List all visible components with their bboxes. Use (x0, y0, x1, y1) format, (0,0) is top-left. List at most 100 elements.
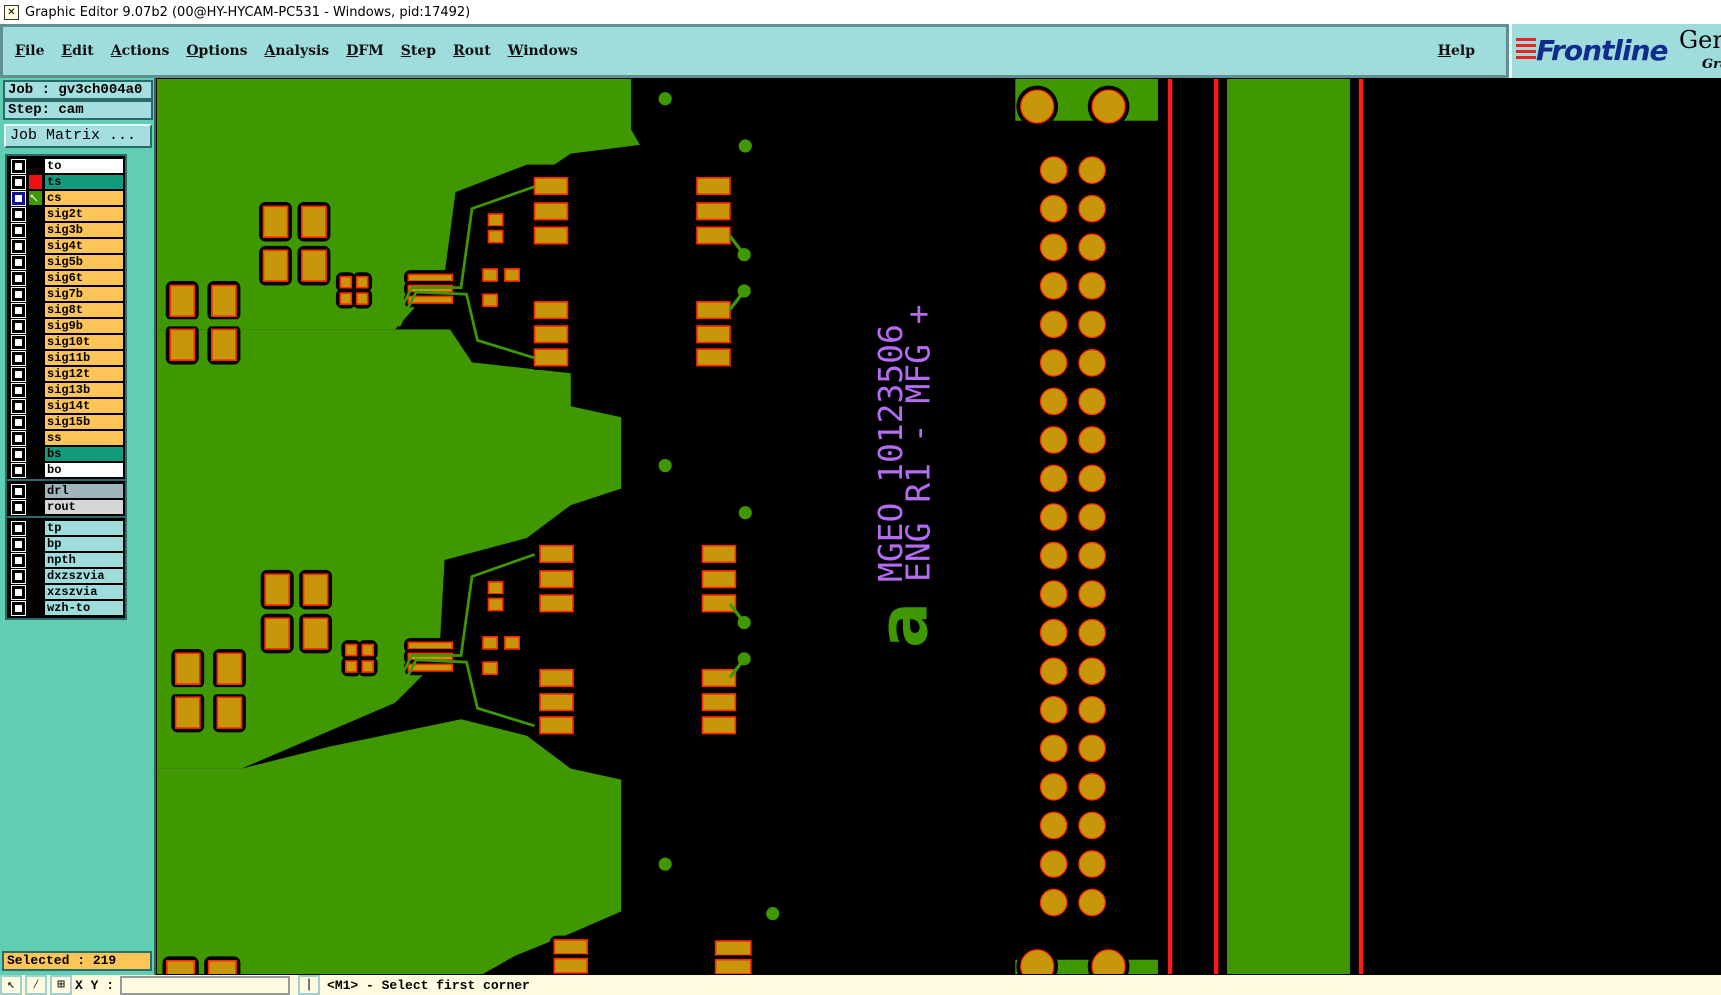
layer-checkbox[interactable] (11, 174, 26, 190)
layer-checkbox[interactable] (11, 270, 26, 286)
layer-checkbox[interactable] (11, 568, 26, 584)
layer-row-sig2t[interactable]: sig2t (9, 206, 123, 222)
layer-checkbox[interactable] (11, 382, 26, 398)
layer-checkbox[interactable] (11, 446, 26, 462)
xy-input[interactable] (120, 975, 291, 995)
layer-name[interactable]: ss (45, 431, 123, 445)
layer-checkbox[interactable] (11, 584, 26, 600)
menu-file[interactable]: File (15, 43, 45, 59)
menu-edit[interactable]: Edit (61, 43, 94, 59)
layer-checkbox[interactable] (11, 254, 26, 270)
layer-name[interactable]: sig10t (45, 335, 123, 349)
layer-checkbox[interactable] (11, 536, 26, 552)
layer-name[interactable]: sig6t (45, 271, 123, 285)
layer-checkbox[interactable] (11, 430, 26, 446)
layer-checkbox[interactable] (11, 158, 26, 174)
layer-name[interactable]: sig15b (45, 415, 123, 429)
layer-row-cs[interactable]: ↖cs (9, 190, 123, 206)
layer-checkbox[interactable] (11, 398, 26, 414)
layer-row-sig11b[interactable]: sig11b (9, 350, 123, 366)
layer-row-sig6t[interactable]: sig6t (9, 270, 123, 286)
menu-help[interactable]: Help (1437, 43, 1475, 59)
layer-checkbox[interactable] (11, 600, 26, 616)
layer-row-drl[interactable]: drl (9, 483, 123, 499)
layer-row-npth[interactable]: npth (9, 552, 123, 568)
select-arrow-button[interactable]: ↖ (0, 975, 22, 995)
layer-checkbox[interactable] (11, 302, 26, 318)
layer-row-sig7b[interactable]: sig7b (9, 286, 123, 302)
layer-checkbox[interactable] (11, 552, 26, 568)
layer-name[interactable]: sig7b (45, 287, 123, 301)
menu-windows[interactable]: Windows (507, 43, 578, 59)
layer-name[interactable]: tp (45, 521, 123, 535)
layer-row-sig13b[interactable]: sig13b (9, 382, 123, 398)
layer-row-sig10t[interactable]: sig10t (9, 334, 123, 350)
layer-row-dxzszvia[interactable]: dxzszvia (9, 568, 123, 584)
layer-name[interactable]: bp (45, 537, 123, 551)
layer-checkbox[interactable] (11, 238, 26, 254)
menu-step[interactable]: Step (400, 43, 437, 59)
layer-name[interactable]: wzh-to (45, 601, 123, 615)
layer-name[interactable]: bs (45, 447, 123, 461)
layer-name[interactable]: ts (45, 175, 123, 189)
layer-row-sig5b[interactable]: sig5b (9, 254, 123, 270)
layer-name[interactable]: sig2t (45, 207, 123, 221)
layer-checkbox[interactable] (11, 350, 26, 366)
layer-checkbox[interactable] (11, 366, 26, 382)
layer-row-wzh-to[interactable]: wzh-to (9, 600, 123, 616)
layer-row-ss[interactable]: ss (9, 430, 123, 446)
layer-name[interactable]: sig11b (45, 351, 123, 365)
layer-row-rout[interactable]: rout (9, 499, 123, 515)
menu-analysis[interactable]: Analysis (264, 43, 330, 59)
layer-checkbox[interactable] (11, 190, 26, 206)
layer-checkbox[interactable] (11, 318, 26, 334)
layer-checkbox[interactable] (11, 520, 26, 536)
layer-checkbox[interactable] (11, 334, 26, 350)
layer-row-sig15b[interactable]: sig15b (9, 414, 123, 430)
layer-name[interactable]: rout (45, 500, 123, 514)
layer-checkbox[interactable] (11, 414, 26, 430)
layer-row-bs[interactable]: bs (9, 446, 123, 462)
layer-row-sig4t[interactable]: sig4t (9, 238, 123, 254)
menu-rout[interactable]: Rout (453, 43, 491, 59)
layer-row-sig3b[interactable]: sig3b (9, 222, 123, 238)
layer-name[interactable]: npth (45, 553, 123, 567)
layer-name[interactable]: sig12t (45, 367, 123, 381)
layer-checkbox[interactable] (11, 462, 26, 478)
layer-row-to[interactable]: to (9, 158, 123, 174)
layer-name[interactable]: sig8t (45, 303, 123, 317)
layer-name[interactable]: sig5b (45, 255, 123, 269)
layer-name[interactable]: cs (45, 191, 123, 205)
layer-row-sig14t[interactable]: sig14t (9, 398, 123, 414)
layer-row-bo[interactable]: bo (9, 462, 123, 478)
grid-button[interactable]: ⊞ (50, 975, 72, 995)
layer-name[interactable]: to (45, 159, 123, 173)
layer-row-sig12t[interactable]: sig12t (9, 366, 123, 382)
layer-name[interactable]: sig13b (45, 383, 123, 397)
layer-row-sig8t[interactable]: sig8t (9, 302, 123, 318)
layer-row-xzszvia[interactable]: xzszvia (9, 584, 123, 600)
layer-name[interactable]: sig9b (45, 319, 123, 333)
snap-button[interactable]: ⁄ (25, 975, 47, 995)
info-button[interactable]: | (298, 975, 321, 995)
layer-checkbox[interactable] (11, 286, 26, 302)
menu-dfm[interactable]: DFM (346, 43, 384, 59)
layer-name[interactable]: xzszvia (45, 585, 123, 599)
layer-name[interactable]: dxzszvia (45, 569, 123, 583)
layer-checkbox[interactable] (11, 206, 26, 222)
layer-name[interactable]: sig3b (45, 223, 123, 237)
layer-checkbox[interactable] (11, 222, 26, 238)
layer-row-ts[interactable]: ts (9, 174, 123, 190)
menu-actions[interactable]: Actions (110, 43, 170, 59)
layer-checkbox[interactable] (11, 499, 26, 515)
layer-row-tp[interactable]: tp (9, 520, 123, 536)
layer-name[interactable]: sig4t (45, 239, 123, 253)
layer-row-sig9b[interactable]: sig9b (9, 318, 123, 334)
layer-row-bp[interactable]: bp (9, 536, 123, 552)
menu-options[interactable]: Options (186, 43, 248, 59)
graphics-canvas[interactable]: MGEO 10123506 ENG R1 - MFG + a (157, 79, 1721, 974)
layer-checkbox[interactable] (11, 483, 26, 499)
layer-name[interactable]: drl (45, 484, 123, 498)
layer-name[interactable]: sig14t (45, 399, 123, 413)
layer-name[interactable]: bo (45, 463, 123, 477)
